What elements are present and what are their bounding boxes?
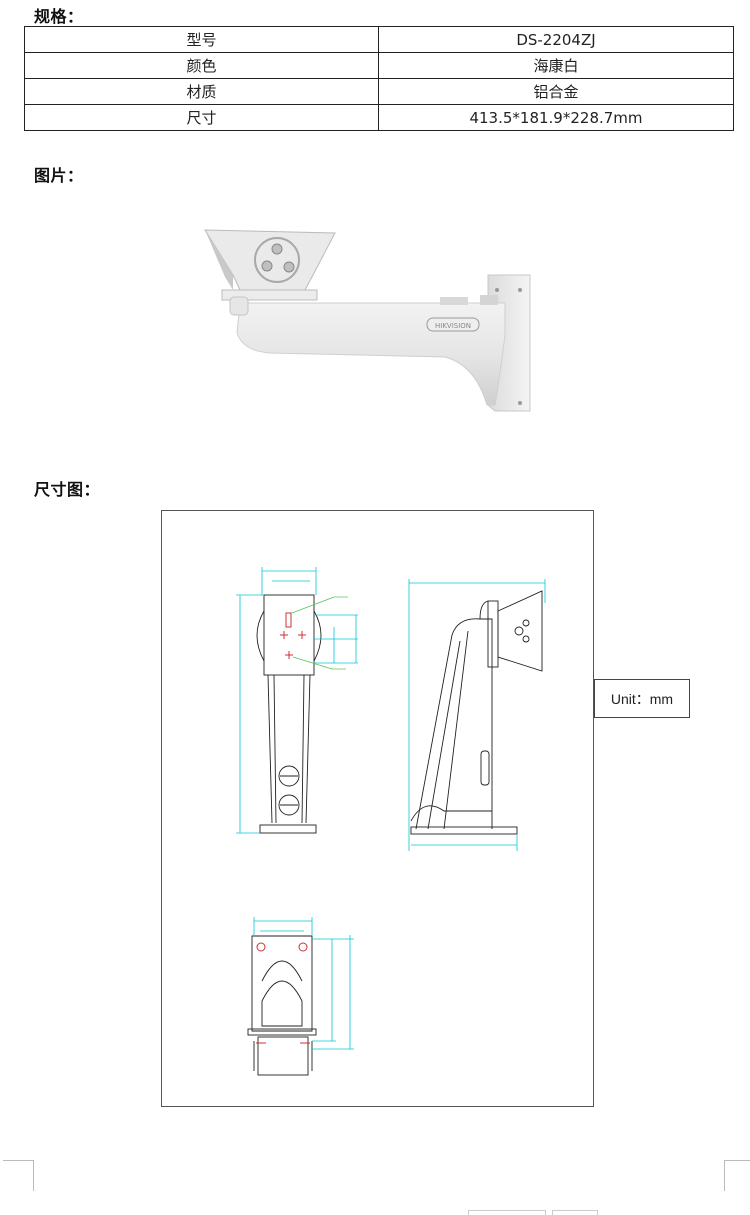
bottom-view-holes: [256, 942, 310, 1044]
front-view-dimensions: [236, 567, 358, 834]
side-view-dimensions: [408, 579, 546, 851]
arm-label: HIKVISION: [435, 322, 471, 330]
unit-label-box: Unit：mm: [594, 679, 690, 718]
spec-value: 铝合金: [378, 78, 734, 105]
spec-key: 型号: [24, 26, 379, 53]
table-row: 材质 铝合金: [24, 78, 734, 105]
spec-key: 颜色: [24, 52, 379, 79]
page-footer-mark: [552, 1210, 598, 1215]
page-footer-mark: [468, 1210, 546, 1215]
spec-value: DS-2204ZJ: [378, 26, 734, 53]
dimensions-heading: 尺寸图：: [34, 480, 101, 499]
page-corner-mark: [3, 1160, 34, 1191]
spec-table: 型号 DS-2204ZJ 颜色 海康白 材质 铝合金 尺寸 413.5*181.…: [24, 26, 734, 131]
table-row: 型号 DS-2204ZJ: [24, 26, 734, 53]
front-view-annotations: [291, 596, 348, 670]
spec-key: 材质: [24, 78, 379, 105]
spec-value: 413.5*181.9*228.7mm: [378, 104, 734, 131]
bottom-view: [247, 935, 317, 1076]
bottom-view-dimensions: [253, 917, 354, 1050]
side-view: [410, 590, 543, 835]
front-view: [256, 594, 322, 834]
table-row: 尺寸 413.5*181.9*228.7mm: [24, 104, 734, 131]
page-corner-mark: [724, 1160, 750, 1191]
table-row: 颜色 海康白: [24, 52, 734, 79]
front-view-holes: [280, 612, 306, 659]
photo-heading: 图片：: [34, 166, 84, 185]
spec-value: 海康白: [378, 52, 734, 79]
dimension-drawing: [161, 510, 594, 1107]
specs-heading: 规格：: [34, 7, 84, 26]
spec-key: 尺寸: [24, 104, 379, 131]
product-photo: HIKVISION: [195, 215, 540, 415]
